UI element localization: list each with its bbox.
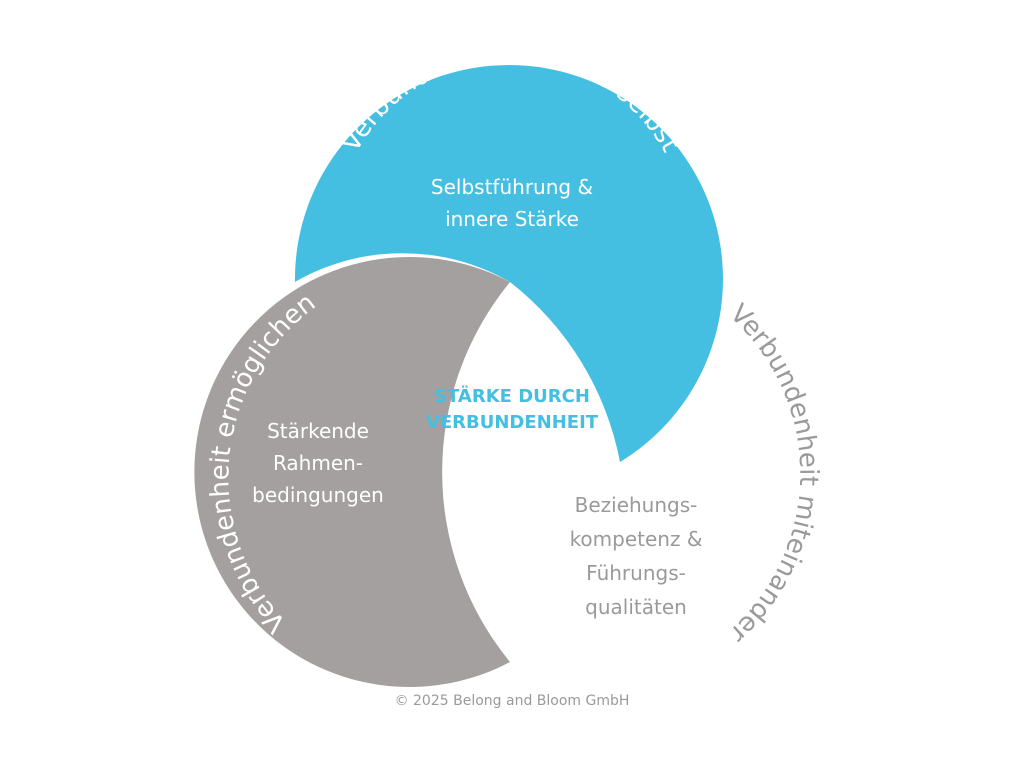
gray-crescent-shape bbox=[194, 256, 510, 687]
top-inner-line-2: innere Stärke bbox=[445, 207, 579, 231]
right-inner-line-3: Führungs- bbox=[586, 561, 686, 585]
top-inner-line-1: Selbstführung & bbox=[431, 175, 593, 199]
blue-crescent-shape bbox=[294, 65, 723, 463]
center-line-1: STÄRKE DURCH bbox=[434, 385, 590, 407]
right-inner-line-4: qualitäten bbox=[585, 595, 687, 619]
right-inner-line-1: Beziehungs- bbox=[575, 493, 698, 517]
right-arc-label: Verbundenheit miteinander bbox=[724, 299, 824, 649]
copyright-text: © 2025 Belong and Bloom GmbH bbox=[395, 693, 630, 709]
left-inner-line-3: bedingungen bbox=[252, 483, 384, 507]
center-line-2: VERBUNDENHEIT bbox=[426, 412, 599, 433]
left-inner-line-1: Stärkende bbox=[267, 419, 369, 443]
left-inner-line-2: Rahmen- bbox=[273, 451, 363, 475]
right-inner-line-2: kompetenz & bbox=[570, 527, 703, 551]
